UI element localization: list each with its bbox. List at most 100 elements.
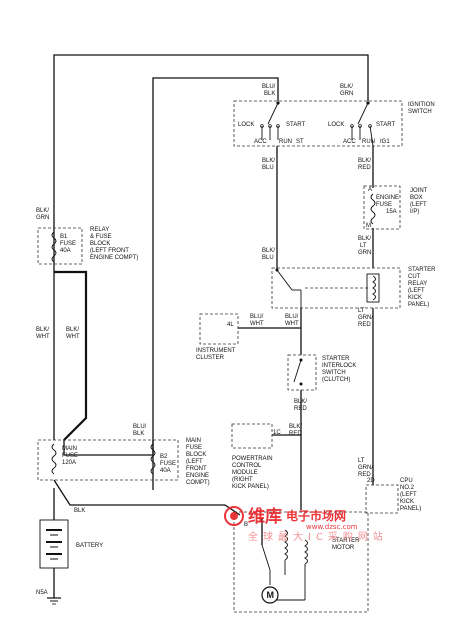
engine-fuse-symbol [370, 193, 376, 225]
label-lt-grn-red-1: LT [358, 308, 365, 314]
label-blk-red-2: RED [358, 165, 371, 171]
label-blk-grn-top-2: GRN [340, 91, 353, 97]
relay-title-5: KICK [408, 295, 422, 301]
pcm-title-3: MODULE [232, 470, 258, 476]
label-blu-blk-2-2: BLK [133, 431, 144, 437]
main-fuse-block-title-6: ENGINE [186, 473, 209, 479]
relay-fuse-block-title-5: ENGINE COMPT) [90, 255, 138, 261]
watermark-logo [224, 506, 244, 526]
wires [53, 54, 374, 598]
label-blu-wht-4l-2: WHT [250, 321, 264, 327]
b2-fuse-label-3: 40A [160, 468, 171, 474]
label-blk-red-1c-2: RED [289, 431, 302, 437]
relay-title-3: RELAY [408, 281, 427, 287]
battery-outline [39, 519, 69, 569]
relay-fuse-block-title-1: RELAY [90, 227, 109, 233]
relay-fuse-block-title-4: (LEFT FRONT [90, 248, 129, 254]
interlock-outline [287, 354, 317, 391]
watermark: 维库 电子市场网 www.dzsc.com 全球最大IC采购网站 [224, 506, 383, 543]
ign-acc-label-2: ACC [343, 139, 356, 145]
engine-fuse-label-3: 15A [386, 209, 397, 215]
b1-fuse-symbol [51, 231, 57, 263]
cluster-title-1: INSTRUMENT [196, 348, 236, 354]
motor-symbol [261, 586, 279, 604]
cpu-title-1: CPU [400, 478, 413, 484]
relay-fuse-block-outline [37, 227, 83, 265]
label-blk-wht-1: BLK/ [358, 158, 371, 164]
cpu-title-3: (LEFT [400, 492, 417, 498]
joint-box-title-2: BOX [410, 195, 423, 201]
starter-motor-title-1: STARTER [332, 538, 360, 544]
interlock-title-4: (CLUTCH) [322, 377, 350, 383]
starter-relay-outline [271, 267, 401, 309]
pcm-title-5: KICK PANEL) [232, 484, 269, 490]
powertrain-control-module: 1C BLK/ RED POWERTRAIN CONTROL MODULE (R… [231, 423, 302, 490]
instrument-cluster: 4L INSTRUMENT CLUSTER BLU/ WHT [196, 313, 264, 361]
cluster-outline [199, 313, 239, 345]
joint-box-title-3: (LEFT [410, 202, 427, 208]
joint-box-title-1: JOINT [410, 188, 428, 194]
starter-solenoid-coil [284, 529, 288, 561]
label-blk-lt-grn-1: BLK/ [358, 236, 371, 242]
joint-box-pin-m: M [366, 223, 371, 229]
relay-fuse-block-title-2: & FUSE [90, 234, 112, 240]
pcm-title-1: POWERTRAIN [232, 456, 273, 462]
main-fuse-label-2: FUSE [62, 453, 78, 459]
ign-ig1-label: IG1 [380, 139, 390, 145]
label-blk-blu-relay-2: BLU [262, 255, 274, 261]
label-blk-blu-relay-1: BLK/ [262, 248, 275, 254]
interlock-title-3: SWITCH [322, 370, 346, 376]
relay-title-4: (LEFT [408, 288, 425, 294]
joint-box-outline [363, 185, 401, 230]
label-lt-grn-red2-3: RED [358, 472, 371, 478]
label-blk-red-switch-2: RED [294, 406, 307, 412]
main-fuse-block-title-1: MAIN [186, 438, 201, 444]
ignition-switch-outline [233, 100, 403, 147]
ign-run-label-2: RUN [362, 139, 375, 145]
b2-fuse-label-1: B2 [160, 454, 168, 460]
relay-title-6: PANEL) [408, 302, 429, 308]
cpu-module: 2D CPU NO.2 (LEFT KICK PANEL) [365, 478, 421, 514]
main-fuse-block-outline [37, 439, 179, 481]
label-blk-blu-1: BLK/ [262, 158, 275, 164]
wire-blk-wht-loop [63, 77, 279, 456]
ignition-switch-title-1: IGNITION [408, 102, 435, 108]
label-blu-blk-2: BLK [264, 91, 275, 97]
main-fuse-block: MAIN FUSE 120A B2 FUSE 40A MAIN FUSE BLO… [37, 438, 210, 486]
label-lt-grn-red-2: GRN/ [358, 315, 373, 321]
pcm-title-2: CONTROL [232, 463, 262, 469]
cpu-title-4: KICK [400, 499, 414, 505]
label-blk-wht-right-1: BLK/ [66, 327, 79, 333]
cluster-pin: 4L [227, 322, 234, 328]
relay-title-1: STARTER [408, 267, 436, 273]
wire-blk-wht-heavy [54, 270, 88, 441]
b1-fuse-label-1: B1 [60, 234, 68, 240]
wire-blk-grn-top [53, 54, 369, 200]
main-fuse-block-title-4: (LEFT [186, 459, 203, 465]
cpu-title-2: NO.2 [400, 485, 415, 491]
engine-fuse-label-2: FUSE [376, 202, 392, 208]
cpu-title-5: PANEL) [400, 506, 421, 512]
joint-box: ENGINE FUSE 15A A M JOINT BOX (LEFT I/P) [363, 185, 428, 230]
label-blk-grn-top-1: BLK/ [340, 84, 353, 90]
pcm-outline [231, 423, 273, 449]
wire-main-to-starter [53, 479, 241, 516]
pcm-title-4: (RIGHT [232, 477, 253, 483]
label-blk-blu-2: BLU [262, 165, 274, 171]
battery-label: BATTERY [76, 543, 103, 549]
label-lt-grn-red-3: RED [358, 322, 371, 328]
relay-title-2: CUT [408, 274, 421, 280]
b2-fuse-label-2: FUSE [160, 461, 176, 467]
main-fuse-block-title-7: COMPT) [186, 480, 210, 486]
label-blk-lt-grn-3: GRN [358, 250, 371, 256]
battery: BATTERY [39, 519, 103, 569]
starter-pin-b: B [244, 522, 248, 528]
interlock-title-2: INTERLOCK [322, 363, 356, 369]
watermark-url: www.dzsc.com [306, 523, 358, 531]
ign-start-label-1: START [286, 122, 305, 128]
joint-box-pin-a: A [368, 187, 372, 193]
label-blu-blk-2-1: BLU/ [133, 424, 147, 430]
relay-fuse-block: B1 FUSE 40A RELAY & FUSE BLOCK (LEFT FRO… [37, 227, 138, 265]
starter-motor-title-2: MOTOR [332, 545, 355, 551]
starter-hold-coil [304, 539, 308, 565]
